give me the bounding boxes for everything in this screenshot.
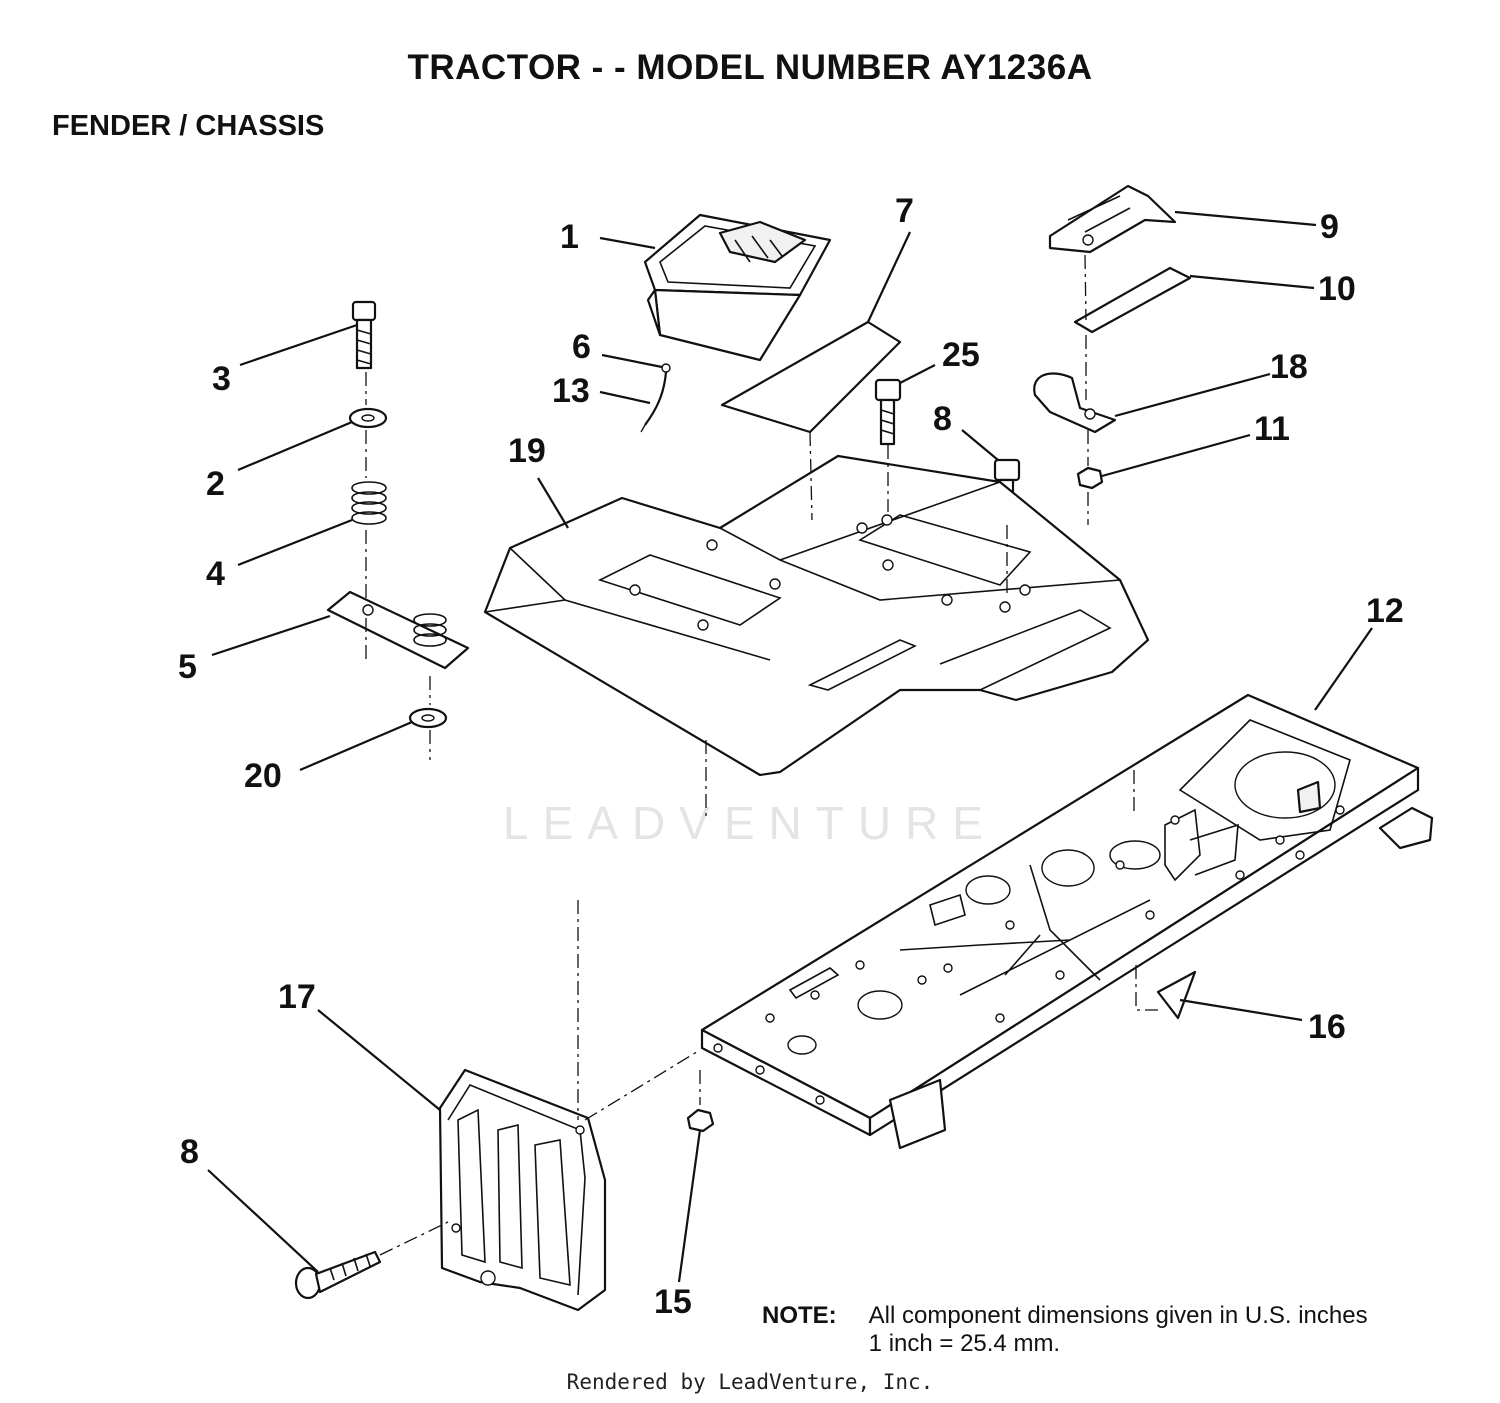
part-nut-11[interactable] — [1076, 466, 1104, 490]
part-deflector[interactable] — [1156, 970, 1197, 1020]
callout-18-tube-bracket[interactable]: 18 — [1270, 348, 1308, 386]
callout-19-fender[interactable]: 19 — [508, 432, 546, 470]
note-label: NOTE: — [762, 1302, 837, 1329]
part-bolt-3[interactable] — [351, 300, 377, 370]
section-title: FENDER / CHASSIS — [52, 110, 325, 142]
note-line-2: 1 inch = 25.4 mm. — [868, 1330, 1061, 1357]
part-bolt-25[interactable] — [874, 378, 902, 446]
part-front-bracket-plate[interactable] — [438, 1068, 607, 1312]
note-text: All component dimensions given in U.S. i… — [869, 1302, 1368, 1358]
callout-7-fender-insert[interactable]: 7 — [895, 192, 914, 230]
page-title: TRACTOR - - MODEL NUMBER AY1236A — [407, 48, 1093, 87]
callout-12-chassis-frame[interactable]: 12 — [1366, 592, 1404, 630]
callout-2-washer[interactable]: 2 — [206, 465, 225, 503]
part-spring-4[interactable] — [351, 481, 387, 525]
watermark-text: LEADVENTURE — [503, 797, 997, 849]
callout-leaders — [207, 210, 1373, 1283]
dimension-note: NOTE: All component dimensions given in … — [762, 1302, 1368, 1358]
callout-1-battery-box[interactable]: 1 — [560, 218, 579, 256]
callout-25-bolt[interactable]: 25 — [942, 336, 980, 374]
callout-4-spring[interactable]: 4 — [206, 555, 225, 593]
note-line-1: All component dimensions given in U.S. i… — [868, 1302, 1368, 1329]
part-fender-insert[interactable] — [720, 320, 902, 434]
part-bolt-8-lower[interactable] — [294, 1250, 382, 1300]
callout-13-hose[interactable]: 13 — [552, 372, 590, 410]
assembly-centerlines — [365, 254, 1158, 1256]
part-bracket-plate[interactable] — [1073, 266, 1192, 334]
part-tube-bracket[interactable] — [1033, 372, 1117, 434]
part-fuel-tank-cover[interactable] — [1048, 184, 1177, 254]
part-clip-hose[interactable] — [640, 363, 671, 433]
callout-8-bolt[interactable]: 8 — [933, 400, 952, 438]
callout-11-nut[interactable]: 11 — [1254, 410, 1290, 448]
callout-16-deflector[interactable]: 16 — [1308, 1008, 1346, 1046]
callout-3-bolt[interactable]: 3 — [212, 360, 231, 398]
part-fender[interactable] — [483, 454, 1150, 777]
callout-5-seat-plate[interactable]: 5 — [178, 648, 197, 686]
part-chassis-frame[interactable] — [700, 693, 1434, 1150]
part-battery-box[interactable] — [643, 213, 832, 362]
callout-10-bracket-plate[interactable]: 10 — [1318, 270, 1356, 308]
rendered-by-footer: Rendered by LeadVenture, Inc. — [566, 1370, 934, 1394]
callout-20-washer[interactable]: 20 — [244, 757, 282, 795]
part-seat-plate[interactable] — [326, 590, 470, 670]
callout-6-clip[interactable]: 6 — [572, 328, 591, 366]
callout-15-nut[interactable]: 15 — [654, 1283, 692, 1321]
part-nut-15[interactable] — [686, 1108, 715, 1133]
callout-8-bolt[interactable]: 8 — [180, 1133, 199, 1171]
callout-17-front-bracket-plate[interactable]: 17 — [278, 978, 316, 1016]
callout-9-fuel-tank-cover[interactable]: 9 — [1320, 208, 1339, 246]
